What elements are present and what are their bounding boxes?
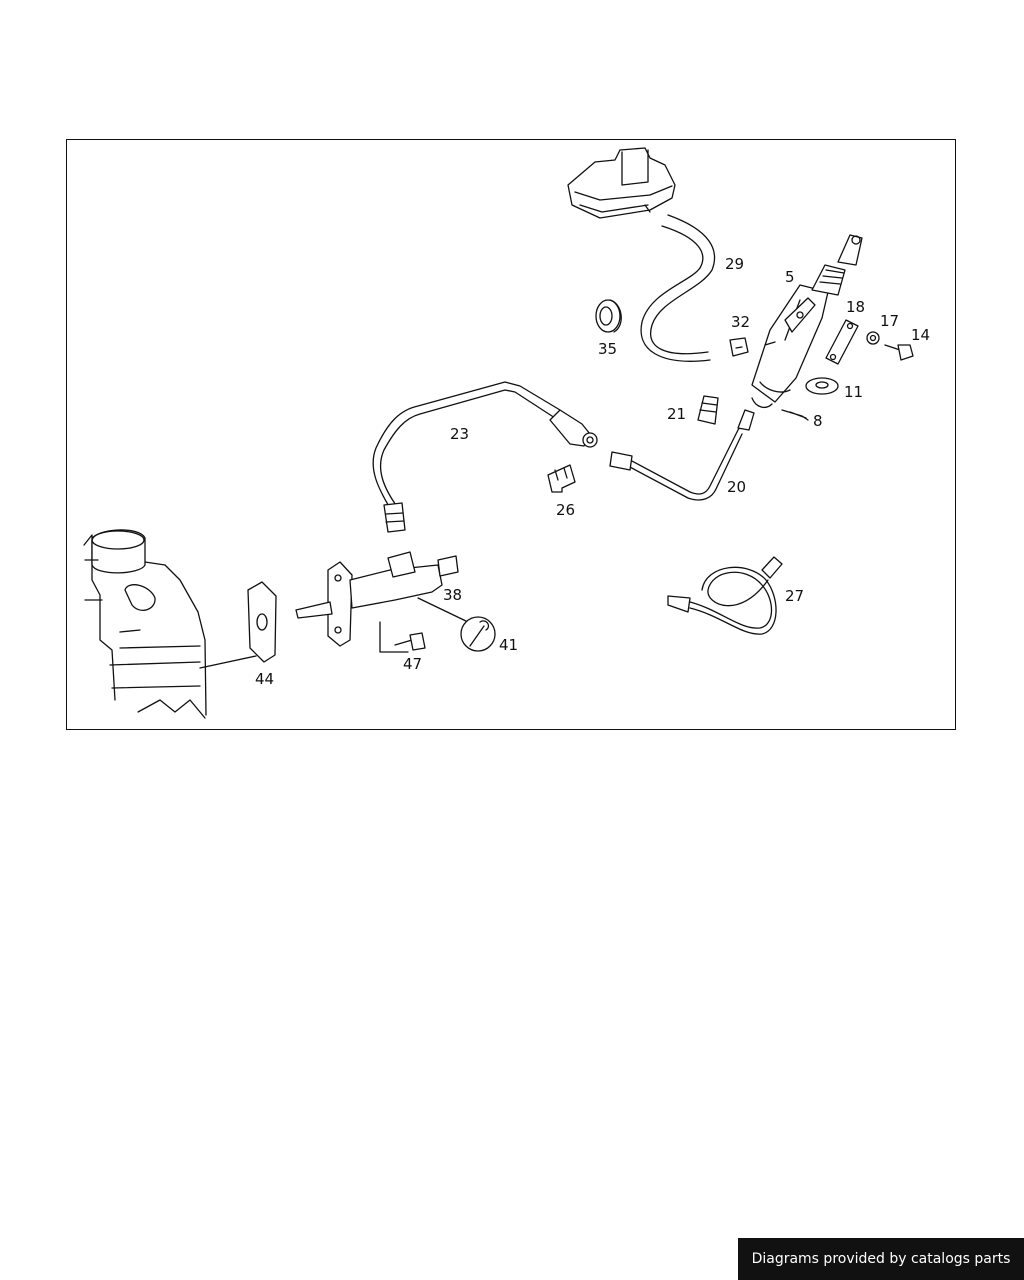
- label-part-14: 14: [911, 326, 930, 344]
- label-part-26: 26: [556, 501, 575, 519]
- reservoir-hose[interactable]: [640, 214, 716, 362]
- label-part-35: 35: [598, 340, 617, 358]
- hose-clamp[interactable]: [729, 337, 749, 357]
- label-part-23: 23: [450, 425, 469, 443]
- gasket-plate[interactable]: [825, 319, 859, 365]
- retaining-clip[interactable]: [781, 409, 809, 421]
- label-part-27: 27: [785, 587, 804, 605]
- label-part-18: 18: [846, 298, 865, 316]
- transmission-housing[interactable]: [83, 529, 207, 719]
- label-part-29: 29: [725, 255, 744, 273]
- fluid-reservoir[interactable]: [567, 147, 676, 219]
- clutch-master-cylinder[interactable]: [751, 234, 863, 409]
- pipe-fitting[interactable]: [697, 395, 719, 425]
- torque-wrench-symbol[interactable]: [460, 616, 496, 652]
- label-part-5: 5: [785, 268, 795, 286]
- slave-cylinder-gasket[interactable]: [199, 581, 277, 669]
- label-part-41: 41: [499, 636, 518, 654]
- label-part-11: 11: [844, 383, 863, 401]
- bolt-small[interactable]: [884, 344, 914, 361]
- boot-seal[interactable]: [805, 377, 839, 395]
- label-part-47: 47: [403, 655, 422, 673]
- label-part-44: 44: [255, 670, 274, 688]
- label-part-17: 17: [880, 312, 899, 330]
- label-part-8: 8: [813, 412, 823, 430]
- label-part-32: 32: [731, 313, 750, 331]
- mounting-bolt[interactable]: [379, 621, 426, 653]
- hydraulic-pipe-short[interactable]: [609, 409, 755, 501]
- diagram-frame: [66, 139, 956, 730]
- seal-ring[interactable]: [595, 299, 622, 333]
- clutch-slave-cylinder[interactable]: [295, 551, 469, 647]
- flexible-hose[interactable]: [667, 556, 783, 635]
- footer-badge: Diagrams provided by catalogs parts: [738, 1238, 1024, 1280]
- pipe-bracket[interactable]: [547, 464, 576, 493]
- washer[interactable]: [866, 331, 880, 345]
- hydraulic-pipe-long[interactable]: [372, 381, 598, 533]
- label-part-38: 38: [443, 586, 462, 604]
- label-part-20: 20: [727, 478, 746, 496]
- label-part-21: 21: [667, 405, 686, 423]
